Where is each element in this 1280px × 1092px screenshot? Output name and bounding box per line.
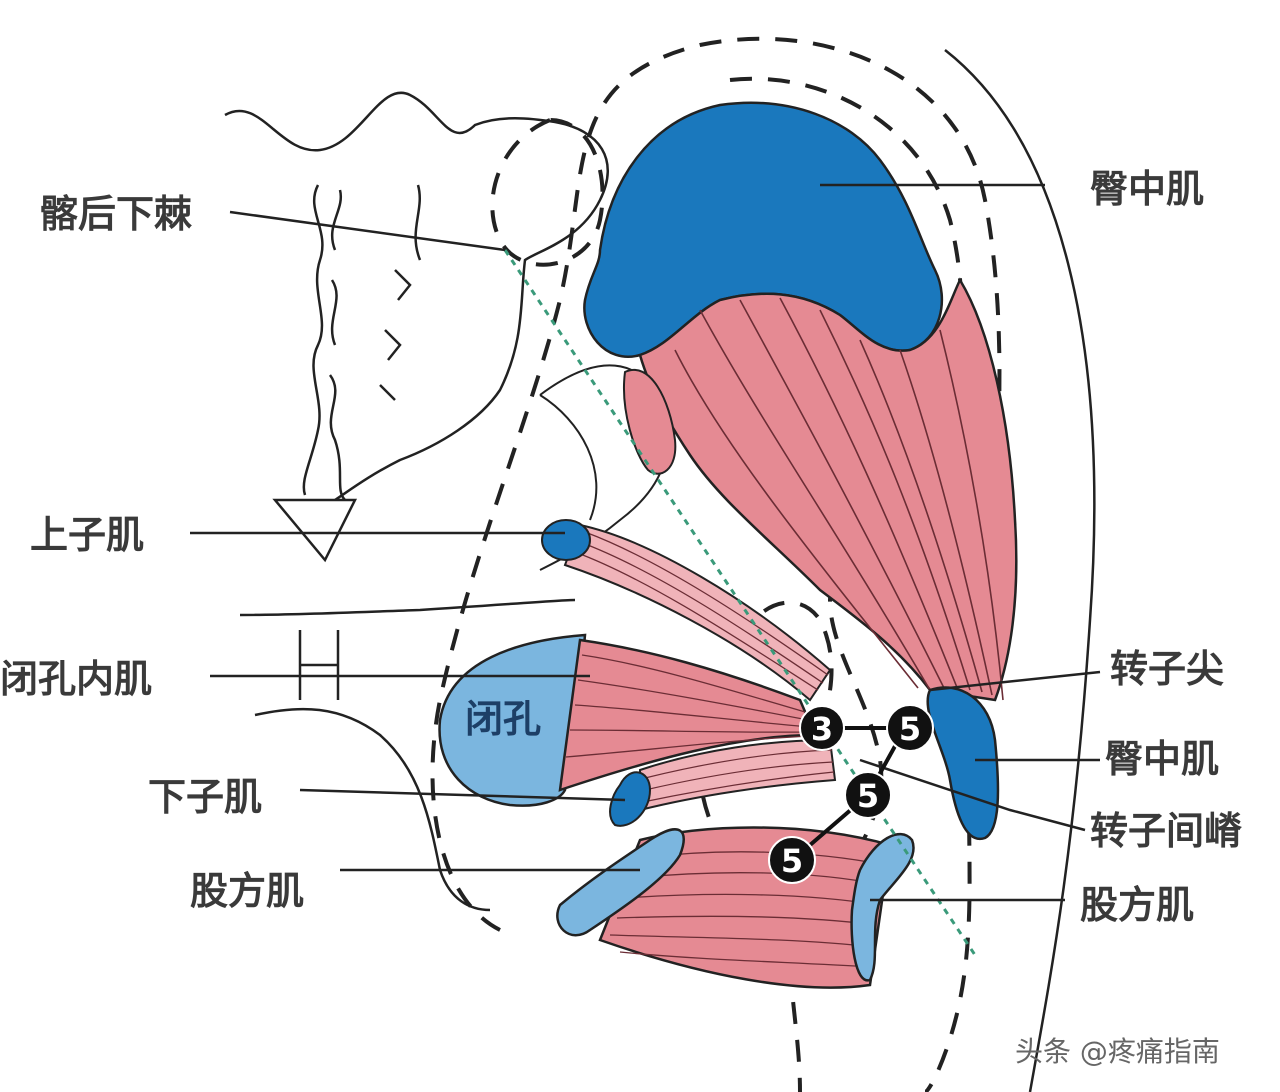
sacrum-squiggles-2 <box>328 189 346 501</box>
marker-3: 3 <box>799 705 845 751</box>
superior-gemellus-muscle <box>563 523 832 702</box>
obturator-internus-fibers <box>565 654 813 758</box>
ischium-outline <box>239 598 576 912</box>
label-gluteus-medius-lower: 臀中肌 <box>1105 737 1220 781</box>
label-superior-gemellus: 上子肌 <box>30 513 145 557</box>
sacrum-squiggles <box>302 184 422 496</box>
quadratus-femoris-muscle <box>598 826 892 989</box>
quadratus-origin-left <box>556 828 685 937</box>
leader-lines <box>190 183 1101 902</box>
marker-5-mid: 5 <box>844 771 892 819</box>
superior-gemellus-fibers <box>574 531 829 691</box>
reference-line <box>503 249 977 956</box>
body-contour <box>944 49 1096 1092</box>
label-ischial-spine: 髂后下棘 <box>40 192 193 236</box>
label-obturator-foramen: 闭孔 <box>465 697 542 741</box>
pubic-ramus <box>298 630 340 700</box>
label-quadratus-femoris-right: 股方肌 <box>1080 883 1195 927</box>
pelvis-outline <box>224 91 609 502</box>
quadratus-insertion-right <box>850 832 915 982</box>
inferior-gemellus-fibers <box>642 749 835 803</box>
label-trochanter-tip: 转子尖 <box>1110 647 1225 691</box>
watermark: 头条 @疼痛指南 <box>1015 1035 1220 1068</box>
gluteus-muscle-belly <box>638 277 1018 702</box>
gluteus-fibers <box>674 297 1004 701</box>
marker-5-top: 5 <box>886 704 934 752</box>
piriformis-oval <box>623 368 677 475</box>
label-inferior-gemellus: 下子肌 <box>148 775 263 819</box>
dashed-boundary-ischial <box>490 118 605 267</box>
label-intertrochanteric-crest: 转子间嵴 <box>1090 809 1243 853</box>
marker-5-bottom: 5 <box>768 836 816 884</box>
coccyx-outline <box>272 498 358 563</box>
svg-text:5: 5 <box>857 777 879 815</box>
inferior-gemellus-origin <box>609 771 652 827</box>
label-gluteus-medius-top: 臀中肌 <box>1090 167 1205 211</box>
superior-gemellus-origin <box>541 519 591 561</box>
svg-text:3: 3 <box>811 710 833 748</box>
svg-text:5: 5 <box>899 710 921 748</box>
svg-text:5: 5 <box>781 842 803 880</box>
label-obturator-internus: 闭孔内肌 <box>0 657 153 701</box>
label-quadratus-femoris-left: 股方肌 <box>190 869 305 913</box>
